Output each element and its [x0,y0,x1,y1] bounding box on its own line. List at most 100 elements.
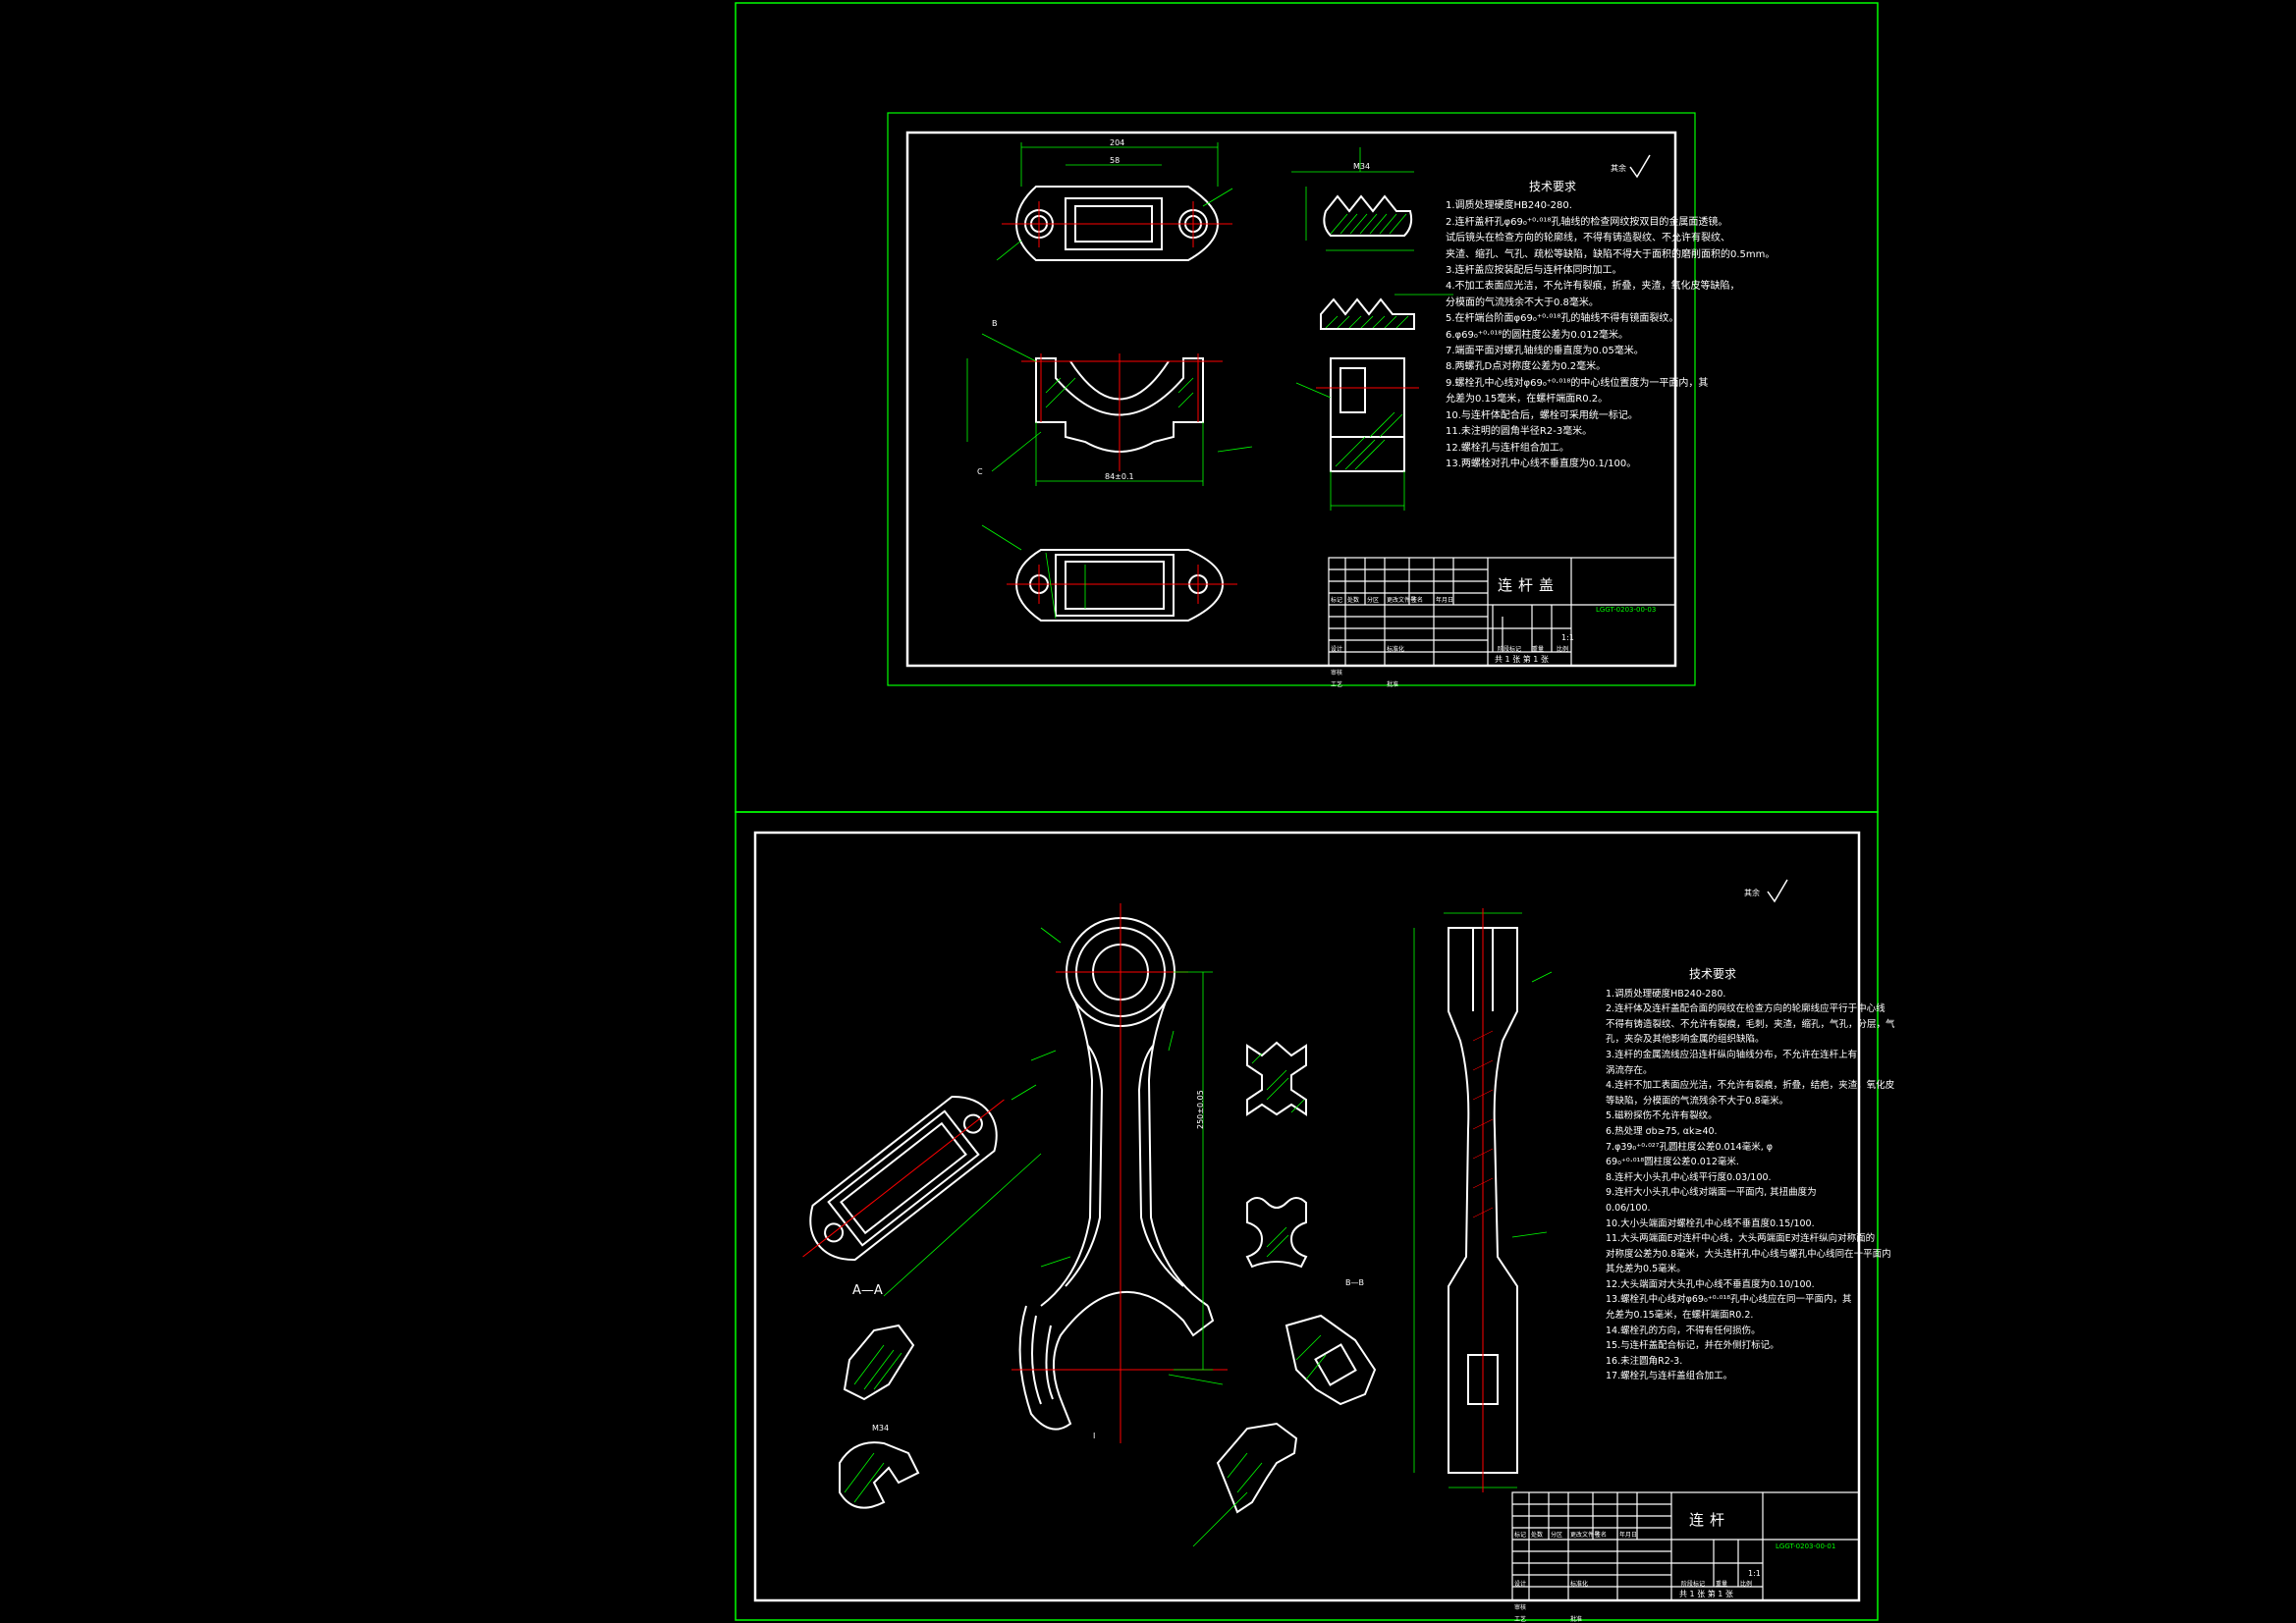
top-title-block-label: 审核 [1331,670,1343,676]
bottom-title-block-label: 工艺 [1514,1616,1527,1623]
section-small-1-hatch [1251,1053,1305,1113]
sheet-top-drawing-frame [905,131,1677,668]
bottom-requirement-line: 16.未注圆角R2-3. [1606,1355,1683,1367]
bottom-requirement-line: 不得有铸造裂纹、不允许有裂痕，毛刺，夹渣，缩孔，气孔，分层，气 [1606,1018,1895,1030]
bottom-dim-i: I [1093,1432,1096,1440]
sheet-top-paper-border [887,112,1696,686]
top-requirement-line: 2.连杆盖杆孔φ69₀⁺⁰·⁰¹⁸孔轴线的检查网纹按双目的金属面透镜。 [1446,216,1728,228]
top-requirement-line: 13.两螺栓对孔中心线不垂直度为0.1/100。 [1446,458,1637,469]
thread-detail-1-dims [1291,147,1414,251]
bottom-title-block-label: 标记 [1514,1532,1527,1539]
top-dim-58: 58 [1110,156,1121,165]
top-dim-84: 84±0.1 [1105,472,1134,481]
top-requirement-line: 6.φ69₀⁺⁰·⁰¹⁸的圆柱度公差为0.012毫米。 [1446,329,1628,341]
sheet-bottom-drawing-frame [753,831,1861,1602]
bottom-requirement-line: 4.连杆不加工表面应光洁，不允许有裂痕，折叠，结疤，夹渣，氧化皮 [1606,1080,1895,1092]
cap-front-view-hatch [1045,377,1194,408]
sheet-top [887,112,1696,686]
bottom-title-block-code: LGGT-0203-00-01 [1776,1542,1836,1550]
section-aa [843,1324,915,1401]
top-requirement-line: 12.螺栓孔与连杆组合加工。 [1446,442,1569,454]
connecting-rod-dims [1030,927,1224,1385]
top-dim-m34: M34 [1353,162,1371,171]
bottom-title-block-label: 更改文件号 [1570,1532,1601,1539]
big-end-angled-view [802,1096,1005,1261]
top-title-block-label: 分区 [1367,597,1380,604]
top-title-block-label: 阶段标记 [1498,646,1522,653]
bottom-requirement-line: 3.连杆的金属流线应沿连杆纵向轴线分布，不允许在连杆上有 [1606,1049,1858,1060]
bottom-requirement-line: 涡流存在。 [1606,1064,1653,1076]
section-small-1 [1246,1041,1307,1116]
bottom-requirement-line: 6.热处理 σb≥75, αk≥40. [1606,1125,1718,1137]
top-title-block-label: 年月日 [1436,597,1454,604]
bottom-requirement-line: 1.调质处理硬度HB240-280. [1606,988,1726,1000]
bottom-requirement-line: 14.螺栓孔的方向，不得有任何损伤。 [1606,1325,1761,1336]
bottom-requirement-line: 等缺陷，分模面的气流残余不大于0.8毫米。 [1606,1095,1789,1107]
model-space-frames [735,2,1879,1621]
section-bb [1285,1314,1377,1406]
bottom-title-block-label: 设计 [1514,1581,1527,1588]
top-requirement-line: 夹渣、缩孔、气孔、疏松等缺陷，缺陷不得大于面积的磨削面积的0.5mm。 [1446,248,1776,260]
bottom-requirement-line: 69₀⁺⁰·⁰¹⁸圆柱度公差0.012毫米. [1606,1157,1739,1168]
detail-m34 [839,1441,920,1509]
bottom-title-block-sheet: 共 1 张 第 1 张 [1679,1590,1733,1598]
cap-top-view-centerlines [1002,201,1232,247]
top-dim-204: 204 [1110,138,1125,147]
bottom-requirement-line: 对称度公差为0.8毫米，大头连杆孔中心线与螺孔中心线同在一平面内 [1606,1248,1891,1260]
connecting-rod-front-view [1018,917,1215,1431]
top-dim-c: C [977,467,983,476]
bottom-requirement-line: 5.磁粉探伤不允许有裂纹。 [1606,1110,1718,1122]
top-title-block-label: 标准化 [1387,646,1405,653]
top-requirement-line: 5.在杆端台阶面φ69₀⁺⁰·⁰¹⁸孔的轴线不得有镜面裂纹。 [1446,313,1679,325]
bottom-requirement-line: 0.06/100. [1606,1202,1651,1214]
top-requirement-line: 3.连杆盖应按装配后与连杆体同时加工。 [1446,265,1622,277]
bottom-requirement-line: 孔，夹杂及其他影响金属的组织缺陷。 [1606,1034,1765,1046]
roughness-symbol-top [1629,154,1651,179]
cap-front-view-dims [966,333,1253,486]
top-requirements-list: 1.调质处理硬度HB240-280.2.连杆盖杆孔φ69₀⁺⁰·⁰¹⁸孔轴线的检… [1446,198,1775,472]
thread-detail-1 [1323,194,1413,237]
thread-detail-2-hatch [1325,315,1409,329]
bottom-requirement-line: 8.连杆大小头孔中心线平行度0.03/100. [1606,1171,1772,1183]
bottom-title-block-label: 比例 [1740,1581,1753,1588]
bottom-requirement-line: 13.螺栓孔中心线对φ69₀⁺⁰·⁰¹⁸孔中心线应在同一平面内，其 [1606,1294,1852,1306]
bottom-requirements-list: 1.调质处理硬度HB240-280. 2.连杆体及连杆盖配合面的网纹在检查方向的轮… [1606,987,1895,1384]
top-tech-title: 技术要求 [1529,180,1577,193]
bottom-section-bb-label: B—B [1345,1278,1364,1287]
bottom-title-block-label: 重量 [1716,1581,1728,1588]
bottom-title-block-label: 年月日 [1619,1532,1638,1539]
connecting-rod-centerlines [1011,903,1228,1443]
bottom-dim-m34: M34 [872,1424,890,1433]
bottom-roughness-note: 其余 [1744,889,1760,897]
bottom-title-block-scale: 1:1 [1748,1569,1761,1578]
title-block-top [1328,557,1676,667]
top-requirement-line: 8.两螺孔D点对称度公差为0.2毫米。 [1446,361,1607,373]
top-requirement-line: 10.与连杆体配合后，螺栓可采用统一标记。 [1446,409,1638,421]
top-title-block-label: 比例 [1557,646,1569,653]
bottom-tech-title: 技术要求 [1689,967,1737,981]
bottom-requirement-line: 2.连杆体及连杆盖配合面的网纹在检查方向的轮廓线应平行于中心线 [1606,1003,1886,1015]
top-requirement-line: 7.端面平面对螺孔轴线的垂直度为0.05毫米。 [1446,346,1644,357]
top-title-block-label: 签名 [1411,597,1424,604]
section-small-2 [1245,1197,1308,1269]
top-requirement-line: 允差为0.15毫米，在螺杆端面R0.2。 [1446,394,1609,406]
title-block-bottom [1511,1491,1860,1601]
cap-side-section-hatch [1335,411,1403,470]
bottom-dim-length: 250±0.05 [1196,1090,1205,1129]
bottom-requirement-line: 允差为0.15毫米，在螺杆端面R0.2. [1606,1310,1754,1322]
top-tech-requirements: 技术要求 1.调质处理硬度HB240-280.2.连杆盖杆孔φ69₀⁺⁰·⁰¹⁸… [1446,179,1775,472]
bottom-title-block-label: 阶段标记 [1681,1581,1706,1588]
bottom-title-block-label: 审核 [1514,1604,1527,1611]
bottom-title-block-label: 处数 [1531,1532,1544,1539]
top-title-block-label: 处数 [1347,597,1360,604]
thread-detail-1-hatch [1330,213,1407,235]
top-title-block-label: 更改文件号 [1387,597,1417,604]
outer-frame-bottom [735,811,1879,1621]
top-title-block-code: LGGT-0203-00-03 [1596,606,1657,614]
bottom-requirement-line: 10.大小头端面对螺栓孔中心线不垂直度0.15/100. [1606,1217,1815,1229]
top-title-block-label: 批准 [1387,681,1399,688]
top-dim-b: B [992,319,998,328]
top-title-block-sheet: 共 1 张 第 1 张 [1495,655,1549,664]
top-title-block-label: 重量 [1532,646,1545,653]
